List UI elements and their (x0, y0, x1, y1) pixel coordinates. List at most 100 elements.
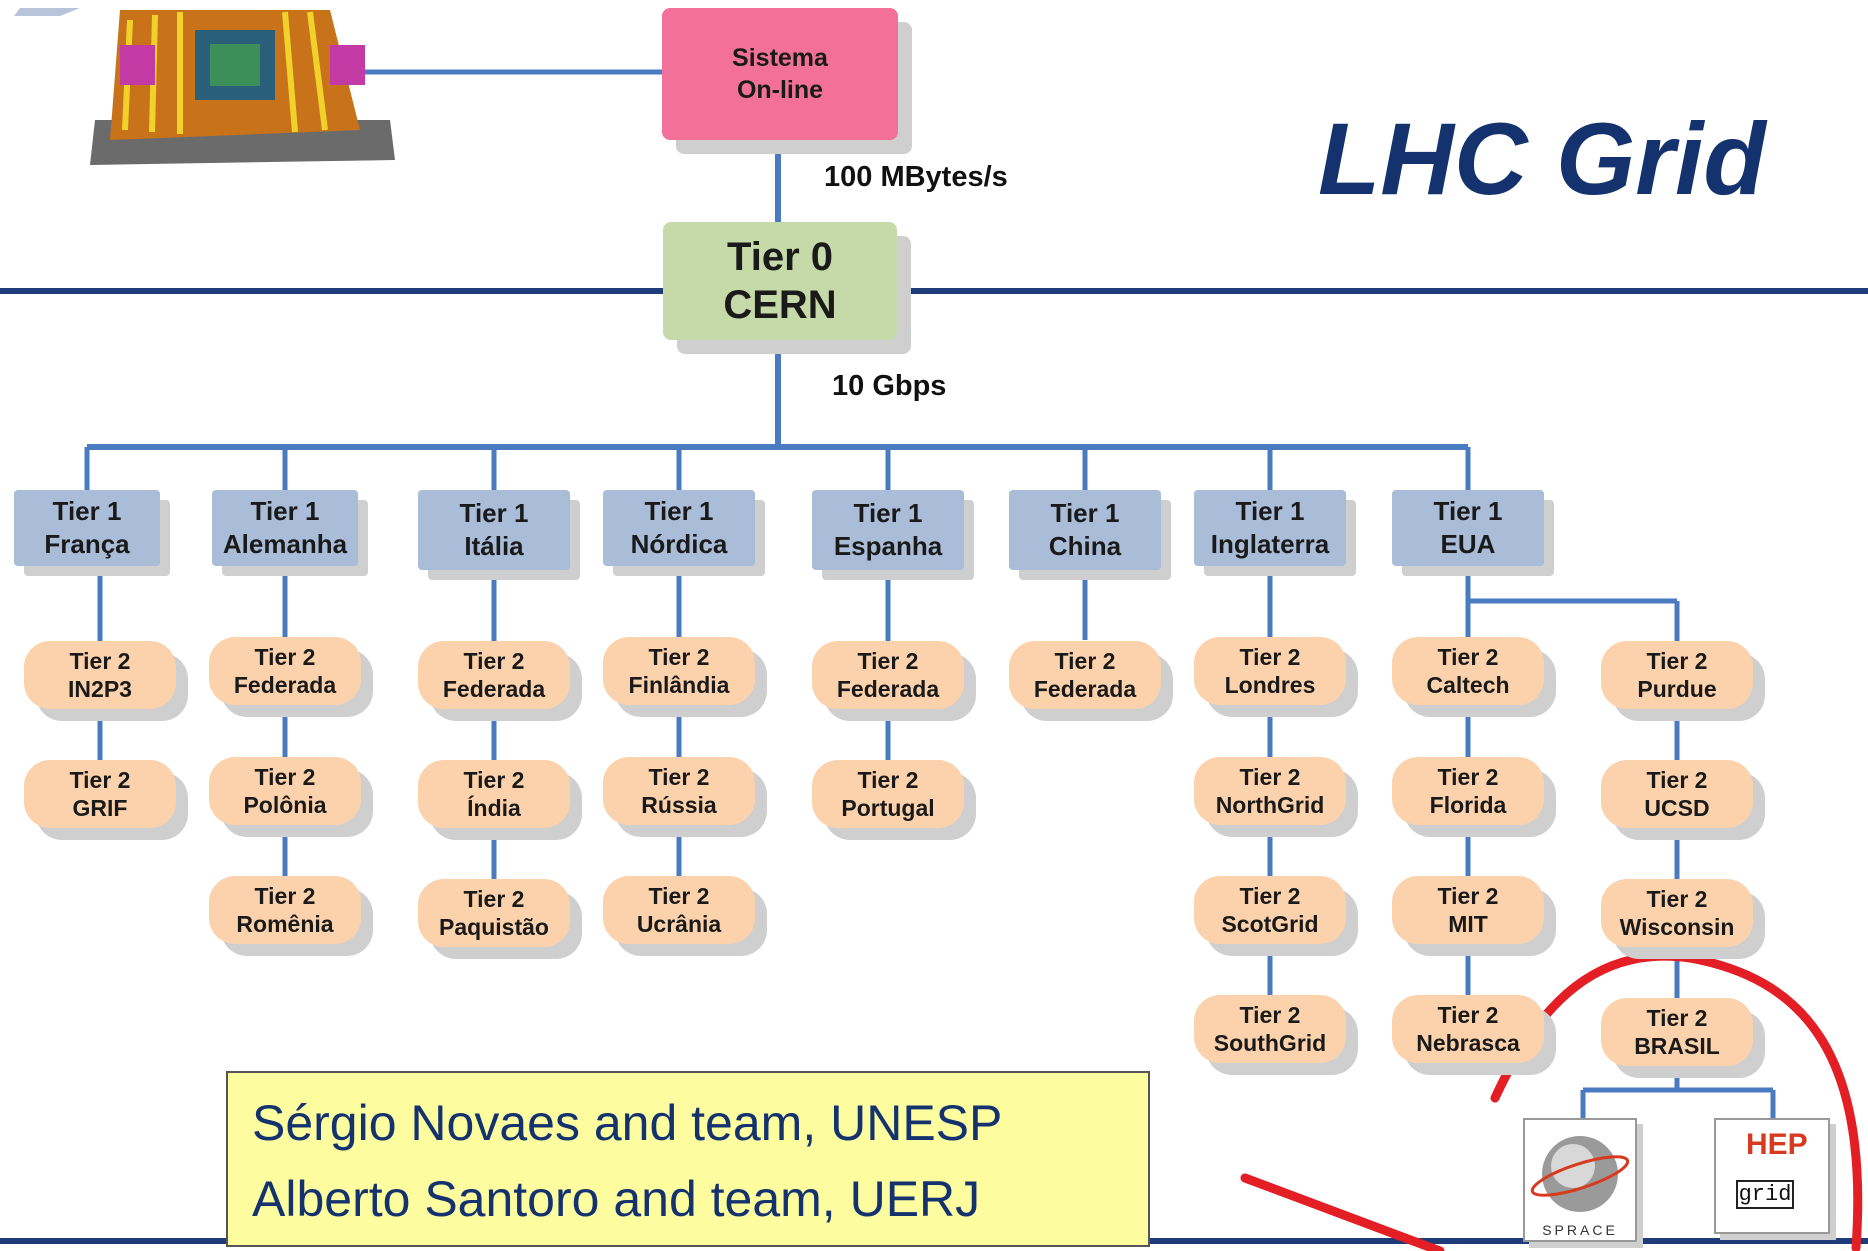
tier2-label: Tier 2 (69, 648, 131, 674)
tier2-site: Ucrânia (636, 911, 722, 937)
tier2-box: Tier 2 Ucrânia (603, 876, 755, 944)
tier2-box: Tier 2 NorthGrid (1194, 757, 1346, 825)
credit-line-uerj: Alberto Santoro and team, UERJ (252, 1171, 981, 1227)
grid-logo-label: grid (1736, 1180, 1794, 1209)
hep-logo-label: HEP (1746, 1128, 1808, 1161)
tier2-box-brasil: Tier 2 BRASIL (1601, 998, 1753, 1066)
tier2-label: Tier 2 (463, 886, 525, 912)
tier2-site: Caltech (1426, 672, 1510, 698)
online-system-box: Sistema On-line (662, 8, 898, 140)
tier1-box-eua: Tier 1 EUA (1392, 490, 1544, 566)
page-title: LHC Grid (1318, 102, 1766, 216)
tier2-site: Federada (1033, 676, 1137, 702)
tier2-label: Tier 2 (648, 644, 710, 670)
tier2-box: Tier 2 Portugal (812, 760, 964, 828)
tier2-label: Tier 2 (1646, 648, 1708, 674)
tier2-site: MIT (1448, 911, 1488, 937)
tier2-box: Tier 2 Wisconsin (1601, 879, 1753, 947)
tier2-site: SouthGrid (1213, 1030, 1327, 1056)
tier2-box: Tier 2 Federada (1009, 641, 1161, 709)
tier1-site: China (1048, 531, 1122, 561)
tier1-site: Inglaterra (1210, 529, 1330, 559)
tier2-label: Tier 2 (1646, 886, 1708, 912)
red-annotation-curve (1490, 951, 1863, 1251)
online-system-line2: On-line (736, 76, 824, 104)
tier1-box-espanha: Tier 1 Espanha (812, 490, 964, 570)
speed-label-tier0: 10 Gbps (832, 370, 947, 402)
hepgrid-logo: HEP grid (1714, 1118, 1830, 1234)
tier2-site: Federada (233, 672, 337, 698)
tier2-label: Tier 2 (648, 883, 710, 909)
tier0-box: Tier 0 CERN (663, 222, 897, 340)
tier1-label: Tier 1 (644, 496, 714, 526)
tier2-box: Tier 2 Romênia (209, 876, 361, 944)
tier2-label: Tier 2 (1437, 1002, 1499, 1028)
tier2-label: Tier 2 (1239, 1002, 1301, 1028)
tier1-label: Tier 1 (853, 498, 923, 528)
tier2-box: Tier 2 Florida (1392, 757, 1544, 825)
tier2-label: Tier 2 (857, 648, 919, 674)
tier2-label: Tier 2 (254, 883, 316, 909)
tier2-site: Paquistão (439, 914, 549, 940)
tier2-box: Tier 2 Londres (1194, 637, 1346, 705)
tier1-box-nordica: Tier 1 Nórdica (603, 490, 755, 566)
tier2-label: Tier 2 (463, 767, 525, 793)
tier2-site: Londres (1224, 672, 1316, 698)
tier2-label: Tier 2 (1239, 644, 1301, 670)
speed-label-online: 100 MBytes/s (824, 161, 1008, 193)
tier2-site: UCSD (1644, 795, 1710, 821)
sprace-logo-label: SPRACE (1542, 1222, 1618, 1238)
tier1-box-italia: Tier 1 Itália (418, 490, 570, 570)
tier2-box: Tier 2 Índia (418, 760, 570, 828)
tier2-label: Tier 2 (463, 648, 525, 674)
tier1-drops (84, 447, 1471, 490)
tier2-box: Tier 2 Rússia (603, 757, 755, 825)
tier2-box: Tier 2 GRIF (24, 760, 176, 828)
tier2-label: Tier 2 (1239, 883, 1301, 909)
tier2-site: Portugal (841, 795, 935, 821)
tier2-label: Tier 2 (857, 767, 919, 793)
tier1-box-franca: Tier 1 França (14, 490, 160, 566)
tier2-label: Tier 2 (254, 764, 316, 790)
tier2-label: Tier 2 (1646, 767, 1708, 793)
tier1-label: Tier 1 (459, 498, 529, 528)
tier2-box: Tier 2 Polônia (209, 757, 361, 825)
tier2-box: Tier 2 Nebrasca (1392, 995, 1544, 1063)
tier2-box: Tier 2 MIT (1392, 876, 1544, 944)
tier2-site: Nebrasca (1416, 1030, 1520, 1056)
tier2-box: Tier 2 Federada (418, 641, 570, 709)
detector-illustration (14, 8, 395, 165)
tier1-label: Tier 1 (250, 496, 320, 526)
tier2-site: GRIF (72, 795, 128, 821)
tier1-box-alemanha: Tier 1 Alemanha (212, 490, 358, 566)
tier1-site: EUA (1440, 529, 1496, 559)
tier2-box: Tier 2 Purdue (1601, 641, 1753, 709)
tier2-site: Federada (442, 676, 546, 702)
tier2-label: Tier 2 (1054, 648, 1116, 674)
tier2-label: Tier 2 (1437, 883, 1499, 909)
sprace-globe-icon (1530, 1136, 1630, 1212)
tier2-site: Federada (836, 676, 940, 702)
tier1-site: França (44, 529, 130, 559)
tier2-site: Finlândia (628, 672, 730, 698)
tier2-box: Tier 2 UCSD (1601, 760, 1753, 828)
tier2-label: Tier 2 (648, 764, 710, 790)
tier1-site: Nórdica (630, 529, 728, 559)
tier1-box-inglaterra: Tier 1 Inglaterra (1194, 490, 1346, 566)
red-annotation-stroke (1240, 1173, 1445, 1251)
credit-line-unesp: Sérgio Novaes and team, UNESP (252, 1095, 1003, 1151)
tier2-label: Tier 2 (1437, 764, 1499, 790)
tier1-box-china: Tier 1 China (1009, 490, 1161, 570)
tier2-box: Tier 2 SouthGrid (1194, 995, 1346, 1063)
sprace-logo: SPRACE (1523, 1118, 1637, 1242)
tier2-site: NorthGrid (1215, 792, 1325, 818)
tier2-site: Índia (467, 795, 521, 821)
tier1-site: Alemanha (222, 529, 348, 559)
credits-box: Sérgio Novaes and team, UNESP Alberto Sa… (226, 1071, 1150, 1247)
tier0-line2: CERN (723, 283, 837, 327)
tier2-site: Florida (1429, 792, 1507, 818)
tier2-box: Tier 2 Finlândia (603, 637, 755, 705)
tier2-box: Tier 2 Paquistão (418, 879, 570, 947)
tier1-site: Itália (464, 531, 524, 561)
tier2-site: Romênia (236, 911, 334, 937)
